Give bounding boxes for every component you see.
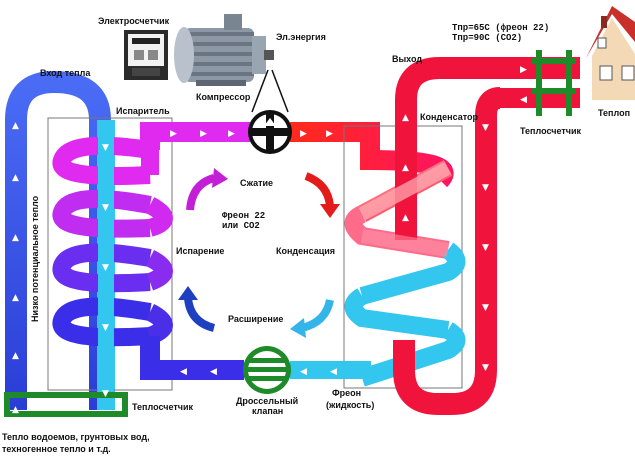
- svg-text:▼: ▼: [482, 303, 489, 313]
- evaporation-label: Испарение: [176, 246, 224, 256]
- electric-motor-icon: [174, 14, 274, 86]
- svg-text:▲: ▲: [402, 113, 409, 123]
- house-label: Теплоп: [598, 108, 630, 118]
- low-potential-heat-label: Низко потенциальное тепло: [30, 195, 40, 322]
- svg-text:▼: ▼: [102, 323, 109, 333]
- svg-text:▲: ▲: [402, 213, 409, 223]
- condensation-label: Конденсация: [276, 246, 335, 256]
- heat-meter-bottom: [4, 392, 128, 417]
- svg-text:▼: ▼: [102, 143, 109, 153]
- svg-text:◀: ◀: [330, 367, 337, 377]
- electricity-meter-icon: [124, 30, 168, 80]
- svg-text:▼: ▼: [102, 203, 109, 213]
- expansion-line: [140, 336, 244, 380]
- compression-label: Сжатие: [240, 178, 273, 188]
- svg-text:▶: ▶: [170, 129, 177, 139]
- throttle-label-2: клапан: [252, 406, 283, 416]
- svg-text:▼: ▼: [482, 363, 489, 373]
- evaporator-label: Испаритель: [116, 106, 170, 116]
- condenser-label: Конденсатор: [420, 112, 478, 122]
- refrigerant-label-2: или CO2: [222, 221, 260, 231]
- svg-text:▶: ▶: [200, 129, 207, 139]
- throttle-label-1: Дроссельный: [236, 396, 298, 406]
- liquid-label-2: (жидкость): [326, 400, 374, 410]
- svg-text:▲: ▲: [12, 351, 19, 361]
- temperature-co2-label: Tпр=90C (CO2): [452, 33, 522, 43]
- svg-text:▶: ▶: [520, 65, 527, 75]
- flow-arrows: ▲ ▲ ▲ ▲ ▲ ▲ ▼ ▼ ▼ ▼ ▼ ▶ ▶ ▶ ▶ ▶ ▲ ▲ ▲ ▼ …: [12, 65, 527, 415]
- svg-text:▶: ▶: [326, 129, 333, 139]
- cycle-arrows: [178, 168, 340, 338]
- refrigerant-label-1: Фреон 22: [222, 211, 265, 221]
- svg-text:▲: ▲: [12, 121, 19, 131]
- svg-text:◀: ◀: [520, 95, 527, 105]
- svg-text:▲: ▲: [12, 405, 19, 415]
- belt-line: [271, 69, 289, 113]
- svg-text:▶: ▶: [300, 129, 307, 139]
- belt-line: [251, 69, 269, 113]
- heat-meter-bottom-label: Теплосчетчик: [132, 402, 194, 412]
- liquid-line: [290, 361, 371, 379]
- svg-text:▲: ▲: [12, 233, 19, 243]
- svg-text:▶: ▶: [228, 129, 235, 139]
- liquid-label-1: Фреон: [332, 388, 361, 398]
- svg-text:▼: ▼: [482, 123, 489, 133]
- svg-text:▼: ▼: [482, 243, 489, 253]
- svg-text:▼: ▼: [102, 263, 109, 273]
- heat-sources-label-2: техногенное тепло и т.д.: [2, 444, 111, 454]
- heat-meter-top-label: Теплосчетчик: [520, 126, 582, 136]
- electric-energy-label: Эл.энергия: [276, 32, 326, 42]
- svg-text:◀: ◀: [210, 367, 217, 377]
- svg-text:▲: ▲: [402, 163, 409, 173]
- electricity-meter-label: Электросчетчик: [98, 16, 170, 26]
- condenser-coil-front: [358, 161, 452, 257]
- heat-meter-top: [532, 50, 576, 116]
- heat-inlet-label: Вход тепла: [40, 68, 91, 78]
- svg-text:◀: ◀: [180, 367, 187, 377]
- outlet-label: Выход: [392, 54, 422, 64]
- svg-text:▲: ▲: [12, 173, 19, 183]
- compressor-label: Компрессор: [196, 92, 251, 102]
- throttle-valve-icon: [243, 346, 291, 394]
- svg-text:▲: ▲: [12, 293, 19, 303]
- heat-sources-label-1: Тепло водоемов, грунтовых вод,: [2, 432, 150, 442]
- suction-line: [140, 122, 250, 150]
- svg-text:◀: ◀: [300, 367, 307, 377]
- compressor-cross-icon: [248, 110, 292, 154]
- expansion-label: Расширение: [228, 314, 283, 324]
- house-icon: [586, 6, 635, 100]
- temperature-freon-label: Tпр=65C (фреон 22): [452, 23, 549, 33]
- svg-text:▼: ▼: [482, 183, 489, 193]
- svg-text:▼: ▼: [102, 389, 109, 399]
